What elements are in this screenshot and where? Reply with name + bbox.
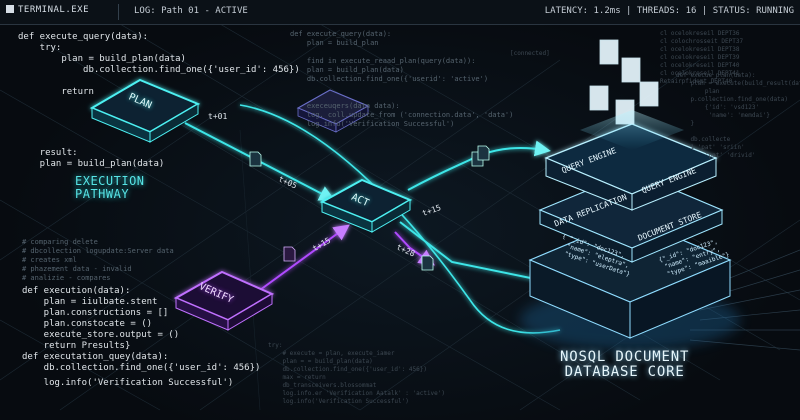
code-comments: # comparing delete # dbcollection logupd… [22,238,174,283]
code-executation: def executation_quey(data): db.collectio… [22,352,260,374]
code-background-bottom: try: # execute = plan, execute_iamer pla… [268,342,445,406]
system-stats: LATENCY: 1.2ms | THREADS: 16 | STATUS: R… [545,6,794,16]
divider [118,4,119,20]
code-background-right-top: cl ocelokreseil DEPT36 cl colochrosseit … [660,30,743,86]
log-status: LOG: Path 01 - ACTIVE [134,6,248,16]
arrow-verify-to-act [260,228,345,290]
code-execute-query: def execute_query(data): try: plan = bui… [18,32,300,98]
execution-pathway-label: EXECUTION PATHWAY [75,175,145,201]
arrow-plan-to-core [240,105,560,333]
window-icon [6,5,14,13]
window-title: TERMINAL.EXE [6,5,89,15]
floating-documents [590,40,658,124]
window-title-text: TERMINAL.EXE [18,5,89,15]
code-execution: def execution(data): plan = iiulbate.ste… [22,286,179,352]
title-bar: TERMINAL.EXE LOG: Path 01 - ACTIVE LATEN… [0,0,800,25]
database-core-label: NOSQL DOCUMENT DATABASE CORE [560,350,689,380]
tick-label: t+01 [208,112,227,121]
code-connected: [connected] [510,50,550,58]
arrow-act-to-doc [400,222,550,282]
code-verify-log: log.info('Verification Successful') [22,378,233,389]
code-background-center: def execute_query(data): plan = build_pl… [290,30,513,129]
code-result: result: plan = build_plan(data) [18,148,164,170]
